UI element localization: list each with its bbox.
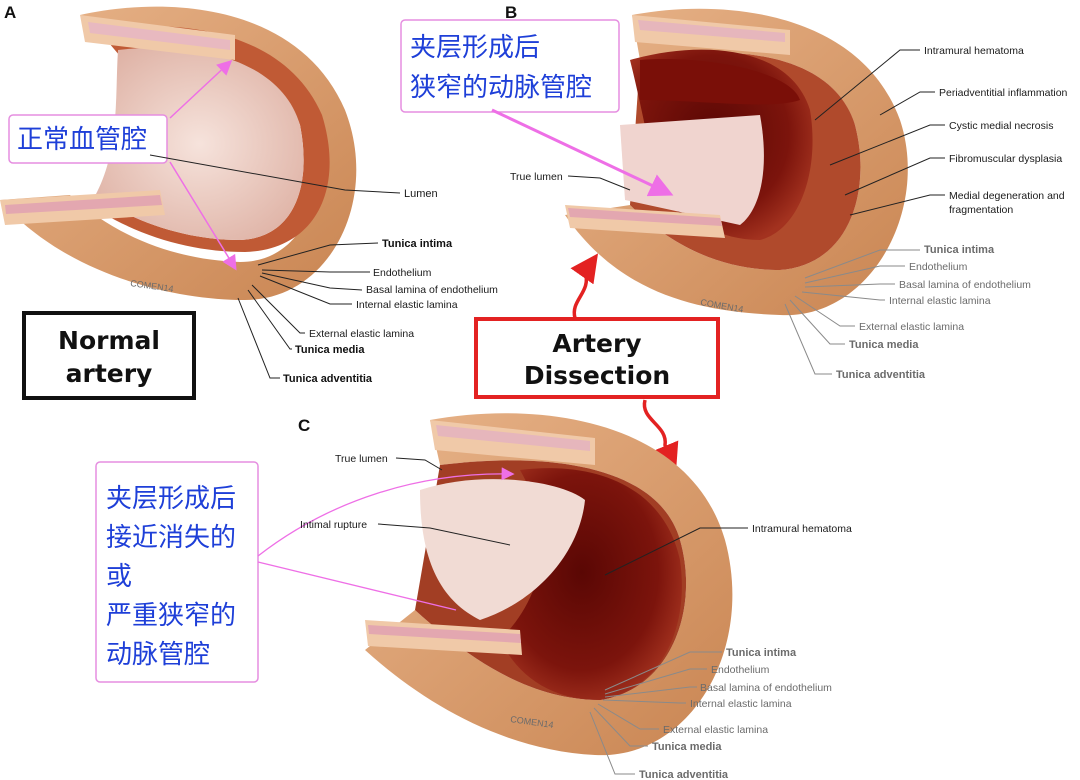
label-c-intramural: Intramural hematoma [752, 523, 852, 535]
label-c-basal-lamina: Basal lamina of endothelium [700, 682, 832, 694]
label-c-intimal-rupture: Intimal rupture [300, 519, 367, 531]
leader-internal-a [259, 275, 352, 305]
label-a-basal-lamina: Basal lamina of endothelium [366, 284, 498, 296]
callout-severe-line4: 严重狭窄的 [106, 601, 236, 631]
label-b-intramural: Intramural hematoma [924, 45, 1024, 57]
label-b-cystic: Cystic medial necrosis [949, 120, 1053, 132]
callout-stenosis-lumen-box [400, 19, 620, 113]
leader-c-intima [604, 651, 722, 691]
label-c-endothelium: Endothelium [711, 664, 770, 676]
pink-arrow-b [491, 108, 674, 197]
leader-c-intimal-rupture [377, 523, 511, 546]
leader-b-intima [804, 249, 920, 279]
leader-basal-a [261, 272, 363, 291]
callout-normal-lumen-box [8, 114, 168, 164]
label-b-internal-elastic: Internal elastic lamina [889, 295, 991, 307]
leader-b-external [794, 295, 855, 327]
leader-lumen [149, 154, 401, 194]
leader-c-external [597, 703, 659, 730]
leader-external-a [251, 284, 305, 334]
red-arrow-down [642, 399, 679, 472]
normal-artery-box [22, 311, 196, 400]
label-c-tunica-adventitia: Tunica adventitia [639, 769, 729, 780]
pink-arrow-a-top [169, 59, 233, 119]
leader-b-fibromuscular [844, 157, 945, 196]
artery-dissection-box [474, 317, 720, 399]
label-b-tunica-media: Tunica media [849, 339, 919, 351]
label-a-tunica-intima: Tunica intima [382, 238, 453, 250]
pink-arrow-a-bottom [169, 161, 237, 271]
label-c-true-lumen: True lumen [335, 453, 388, 465]
artery-dissection-line1: Artery [552, 329, 641, 358]
label-b-periadventitial: Periadventitial inflammation [939, 87, 1068, 99]
label-b-tunica-adventitia: Tunica adventitia [836, 369, 926, 381]
leader-c-basal [604, 686, 697, 698]
leader-adventitia-a [237, 297, 280, 379]
label-c-internal-elastic: Internal elastic lamina [690, 698, 792, 710]
dissection-severe-illustration: COMEN14 [365, 413, 733, 756]
label-b-medial-line2: fragmentation [949, 204, 1013, 216]
panel-c-letter: C [298, 416, 310, 435]
label-b-fibromuscular: Fibromuscular dysplasia [949, 153, 1062, 165]
label-b-external-elastic: External elastic lamina [859, 321, 964, 333]
normal-artery-line2: artery [66, 359, 153, 388]
artery-dissection-line2: Dissection [524, 361, 670, 390]
label-a-tunica-media: Tunica media [295, 344, 365, 356]
leader-b-endothelium [804, 265, 905, 284]
red-arrow-up [570, 253, 599, 319]
leader-b-internal [801, 291, 885, 301]
label-c-tunica-media: Tunica media [652, 741, 722, 753]
label-a-endothelium: Endothelium [373, 267, 432, 279]
leader-media-a [247, 289, 292, 350]
normal-artery-illustration: COMEN14 [0, 6, 357, 301]
leader-c-adventitia [589, 711, 635, 775]
callout-severe-line3: 或 [106, 562, 132, 592]
leader-c-true-lumen [395, 457, 443, 471]
label-a-tunica-adventitia: Tunica adventitia [283, 373, 373, 385]
callout-severe-lumen-box [95, 461, 259, 683]
label-b-basal-lamina: Basal lamina of endothelium [899, 279, 1031, 291]
callout-severe-line2: 接近消失的 [106, 523, 236, 553]
leader-b-adventitia [784, 303, 832, 375]
panel-a-letter: A [4, 3, 16, 22]
callout-stenosis-line2: 狭窄的动脉管腔 [410, 73, 592, 103]
leader-endothelium-a [261, 269, 370, 273]
label-a-external-elastic: External elastic lamina [309, 328, 414, 340]
label-b-medial-line1: Medial degeneration and [949, 190, 1065, 202]
label-a-lumen: Lumen [404, 188, 438, 200]
label-c-external-elastic: External elastic lamina [663, 724, 768, 736]
leader-c-media [593, 707, 648, 747]
label-b-tunica-intima: Tunica intima [924, 244, 995, 256]
leader-b-basal [804, 283, 895, 288]
leader-b-media [789, 299, 845, 345]
leader-c-internal [602, 699, 686, 704]
callout-normal-lumen: 正常血管腔 [17, 125, 147, 155]
leader-b-true-lumen [567, 175, 631, 191]
callout-severe-line5: 动脉管腔 [106, 640, 210, 670]
leader-c-intramural [604, 527, 748, 576]
label-c-tunica-intima: Tunica intima [726, 647, 797, 659]
leader-c-endothelium [604, 668, 707, 695]
panel-b-letter: B [505, 3, 517, 22]
pink-arrow-c-bottom [257, 561, 457, 611]
leader-b-intramural [814, 49, 920, 121]
leader-b-cystic [829, 124, 945, 166]
label-b-endothelium: Endothelium [909, 261, 968, 273]
label-a-internal-elastic: Internal elastic lamina [356, 299, 458, 311]
leader-b-periadventitial [879, 91, 935, 116]
dissection-stenosis-illustration: COMEN14 [565, 8, 908, 316]
label-b-true-lumen: True lumen [510, 171, 563, 183]
leader-b-medial [849, 194, 945, 216]
leader-tunica-intima-a [257, 242, 379, 266]
normal-artery-line1: Normal [58, 326, 160, 355]
callout-severe-line1: 夹层形成后 [106, 484, 236, 514]
callout-stenosis-line1: 夹层形成后 [410, 33, 540, 63]
pink-arrow-c-top [257, 467, 515, 557]
